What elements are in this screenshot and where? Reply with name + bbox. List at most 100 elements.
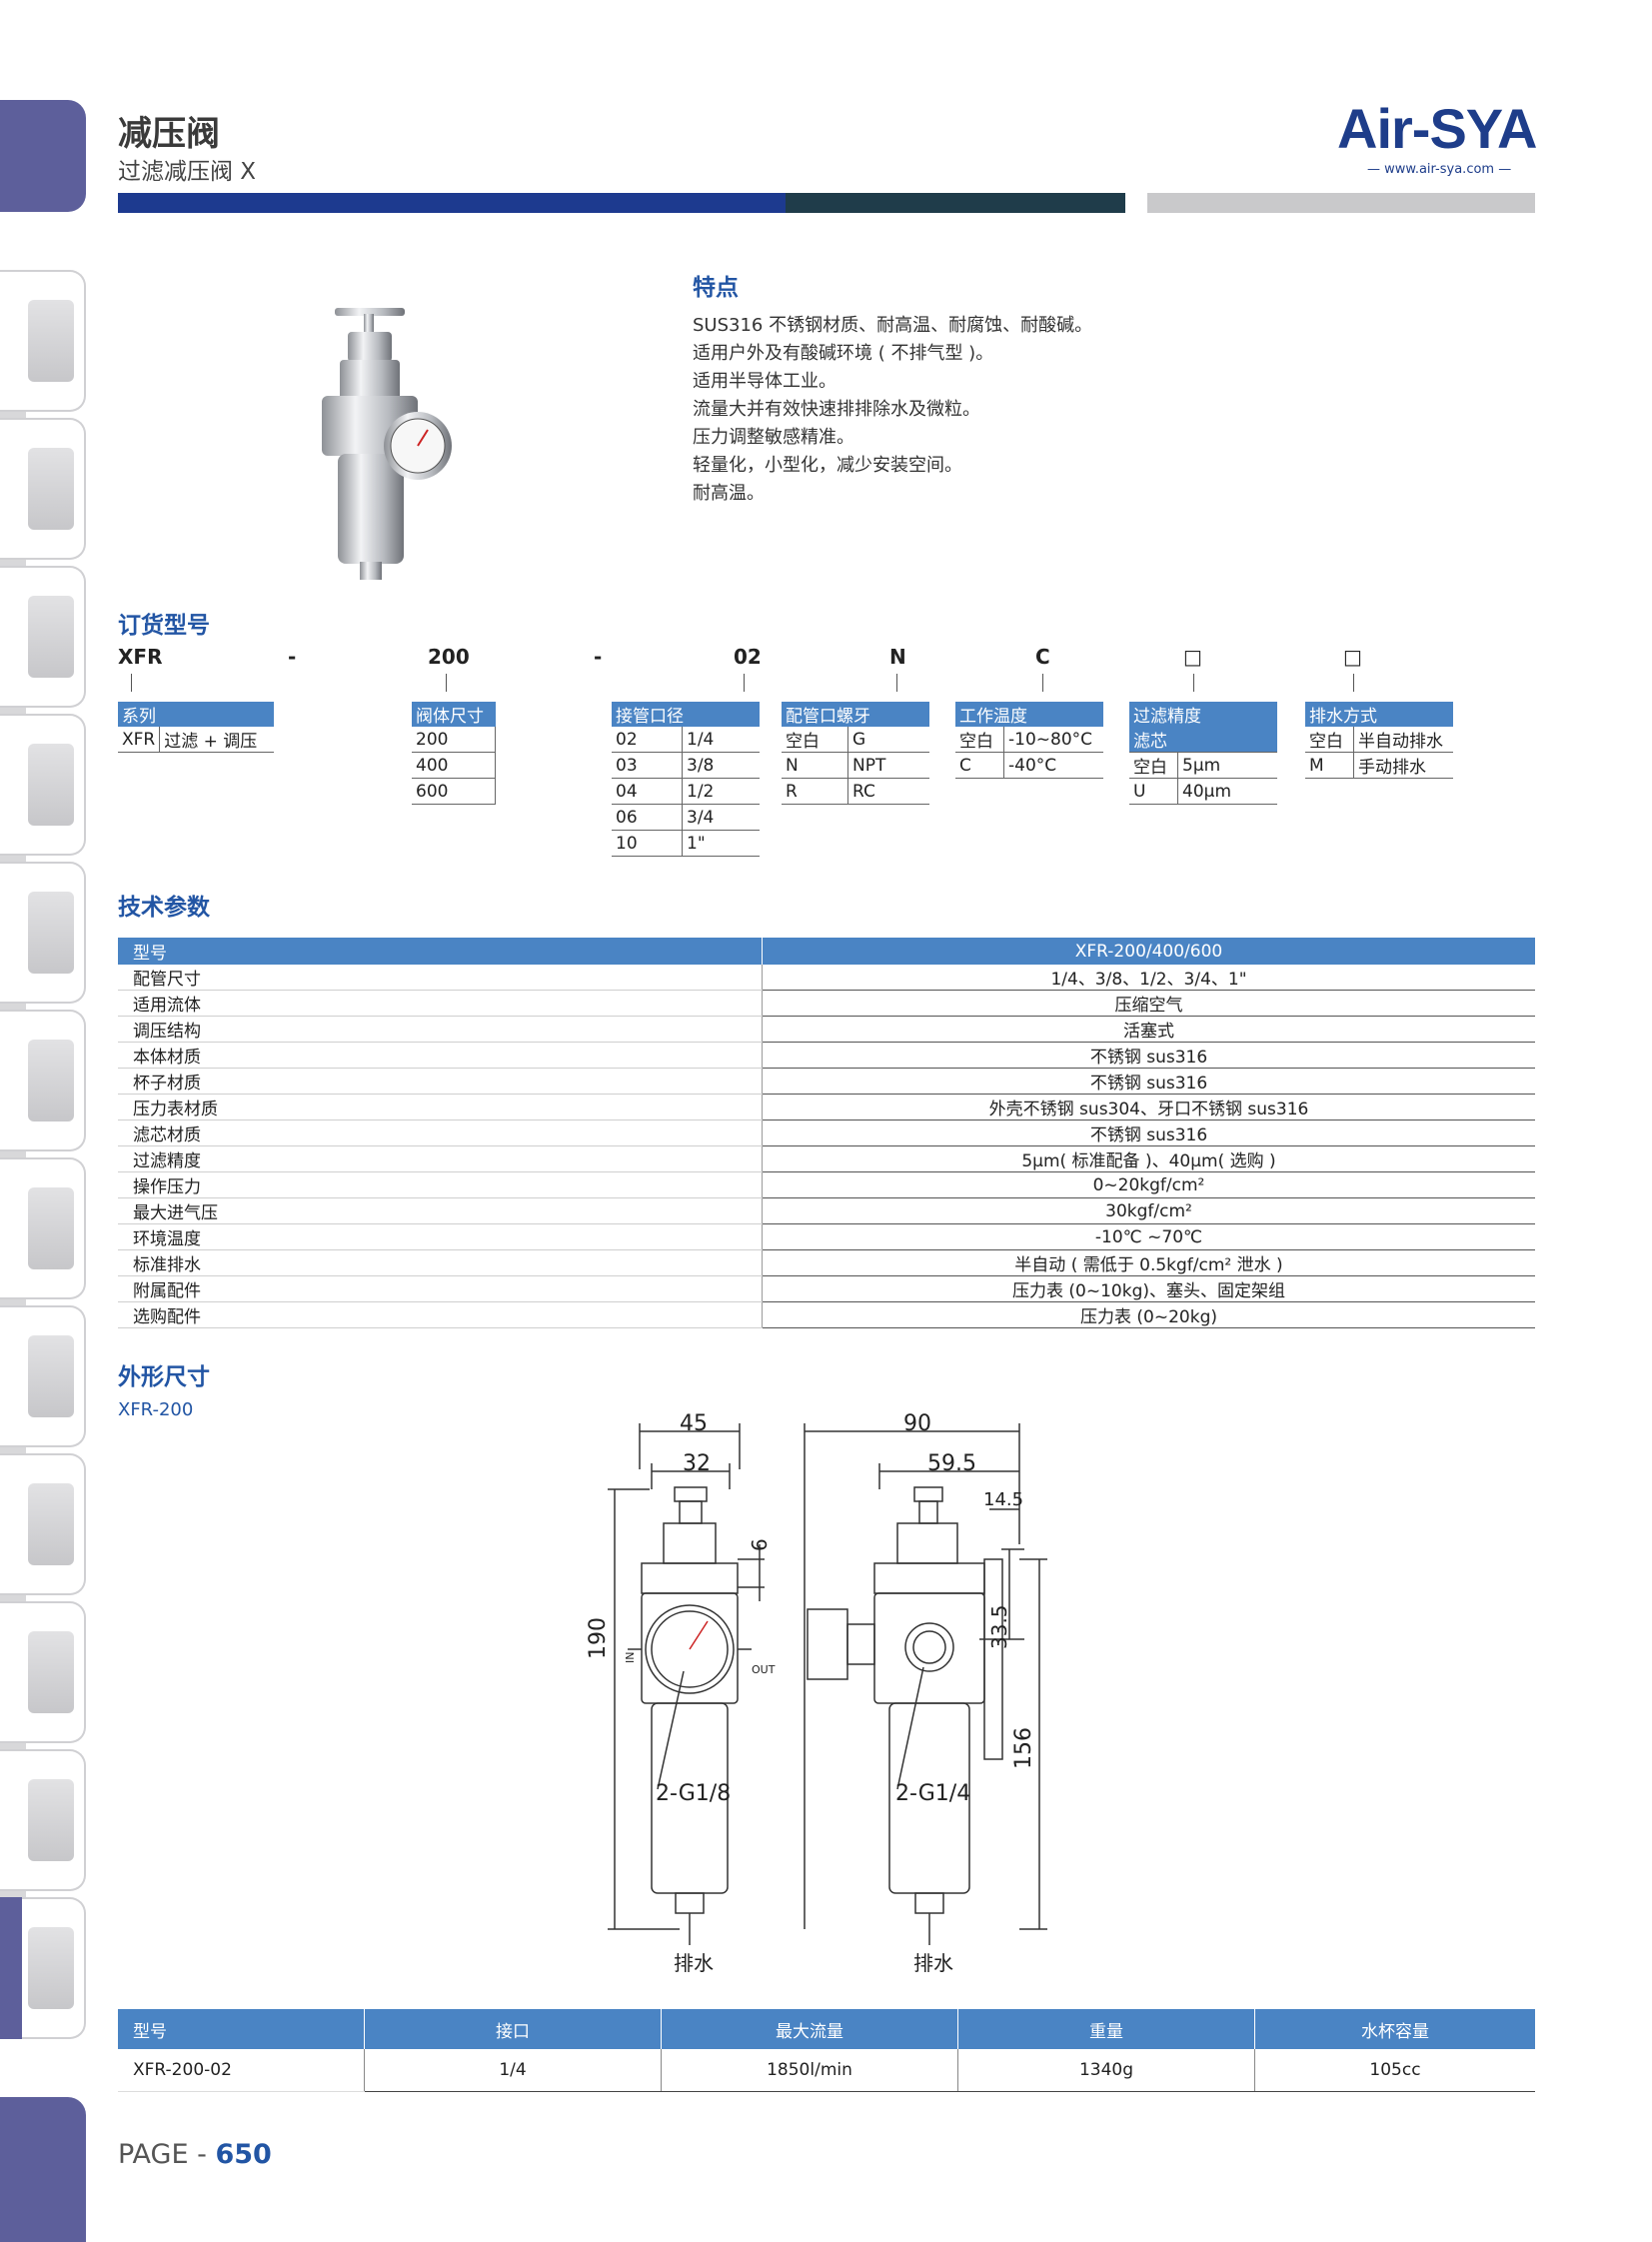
param-label: 标准排水 (118, 1249, 763, 1276)
product-thumb-icon (28, 1335, 74, 1417)
option-value: NPT (847, 752, 929, 779)
param-value: 不锈钢 sus316 (762, 1042, 1535, 1069)
param-label: 本体材质 (118, 1042, 763, 1069)
param-value: -10℃ ~70℃ (762, 1223, 1535, 1250)
param-value: 30kgf/cm² (762, 1197, 1535, 1224)
option-code: 空白 (1305, 727, 1354, 753)
option-code: N (782, 752, 848, 779)
param-label: 适用流体 (118, 990, 763, 1017)
brand-logo: Air-SYA (1337, 97, 1537, 160)
option-value: 3/4 (682, 804, 760, 831)
dim-front-out: OUT (752, 1663, 776, 1676)
dim-front-port: 2-G1/8 (656, 1781, 732, 1806)
header-bar-blue (118, 193, 786, 213)
code-temp: C (1035, 645, 1050, 669)
spec-header: 接口 (364, 2009, 662, 2049)
option-code: 04 (612, 778, 683, 805)
option-title: 工作温度 (955, 702, 1103, 727)
feature-item: 流量大并有效快速排排除水及微粒。 (693, 399, 980, 420)
param-value: 0~20kgf/cm² (762, 1171, 1535, 1198)
spec-header: 水杯容量 (1254, 2009, 1535, 2049)
param-label: 调压结构 (118, 1016, 763, 1043)
param-value: 活塞式 (762, 1016, 1535, 1043)
option-value: 1/2 (682, 778, 760, 805)
dim-side-height: 156 (1011, 1727, 1036, 1769)
feature-item: SUS316 不锈钢材质、耐高温、耐腐蚀、耐酸碱。 (693, 315, 1093, 336)
dim-side-width-inner: 59.5 (927, 1451, 976, 1476)
product-thumb-icon (28, 300, 74, 382)
param-label: 最大进气压 (118, 1197, 763, 1224)
param-value: 压力表 (0~20kg) (762, 1301, 1535, 1328)
code-series: XFR (118, 645, 163, 669)
page-number: PAGE - 650 (118, 2139, 272, 2170)
feature-item: 适用半导体工业。 (693, 371, 836, 392)
product-thumb-icon (28, 1631, 74, 1713)
code-tick (1042, 674, 1043, 692)
spec-header: 重量 (957, 2009, 1255, 2049)
dim-side-port: 2-G1/4 (895, 1781, 971, 1806)
param-label: 滤芯材质 (118, 1120, 763, 1146)
param-value: 压缩空气 (762, 990, 1535, 1017)
side-category-10[interactable] (0, 1601, 86, 1743)
order-heading: 订货型号 (118, 613, 210, 639)
tech-header-label: 型号 (118, 938, 763, 965)
side-category-4[interactable] (0, 714, 86, 856)
dimension-drawing (608, 1423, 1047, 1945)
param-label: 杯子材质 (118, 1068, 763, 1095)
option-code: XFR (118, 727, 161, 753)
option-value: G (847, 727, 929, 753)
feature-item: 适用户外及有酸碱环境 ( 不排气型 )。 (693, 343, 994, 364)
side-category-5[interactable] (0, 862, 86, 1004)
dim-front-width-outer: 45 (680, 1411, 708, 1436)
dim-front-width-inner: 32 (683, 1451, 711, 1476)
brand-url: — www.air-sya.com — (1367, 162, 1512, 177)
param-value: 压力表 (0~10kg)、塞头、固定架组 (762, 1275, 1535, 1302)
code-thread: N (889, 645, 906, 669)
page-prefix: PAGE - (118, 2139, 216, 2170)
side-strip (0, 270, 26, 2039)
code-dash: - (594, 645, 603, 669)
dim-side-top-offset: 14.5 (983, 1489, 1024, 1510)
option-value: 过滤 + 调压 (159, 727, 274, 753)
side-category-8[interactable] (0, 1305, 86, 1447)
option-code: 400 (412, 752, 496, 779)
side-category-2[interactable] (0, 418, 86, 560)
table-row: 选购配件压力表 (0~20kg) (118, 1301, 1535, 1328)
side-category-3[interactable] (0, 566, 86, 708)
option-value: 3/8 (682, 752, 760, 779)
side-category-7[interactable] (0, 1157, 86, 1299)
dimensions-heading: 外形尺寸 (118, 1364, 210, 1390)
spec-header: 最大流量 (661, 2009, 958, 2049)
code-tick (1193, 674, 1194, 692)
side-category-11[interactable] (0, 1749, 86, 1891)
option-code: C (955, 752, 1004, 779)
side-category-1[interactable] (0, 270, 86, 412)
param-value: 1/4、3/8、1/2、3/4、1" (762, 965, 1535, 991)
option-title: 配管口螺牙 (782, 702, 929, 727)
option-value: 1/4 (682, 727, 760, 753)
code-tick (896, 674, 897, 692)
option-value: 半自动排水 (1353, 727, 1453, 753)
tech-header-value: XFR-200/400/600 (762, 938, 1535, 965)
dimensions-model: XFR-200 (118, 1399, 194, 1420)
side-tab-top (0, 100, 86, 212)
spec-header: 型号 (118, 2009, 365, 2049)
product-thumb-icon (28, 1187, 74, 1269)
dim-front-offset: 6 (748, 1538, 772, 1551)
table-row: 调压结构活塞式 (118, 1016, 1535, 1043)
option-code: 空白 (782, 727, 848, 753)
dim-front-in: IN (624, 1651, 637, 1663)
option-title: 排水方式 (1305, 702, 1453, 727)
side-category-6[interactable] (0, 1010, 86, 1151)
side-category-9[interactable] (0, 1453, 86, 1595)
feature-item: 轻量化，小型化，减少安装空间。 (693, 455, 962, 476)
table-row: 附属配件压力表 (0~10kg)、塞头、固定架组 (118, 1275, 1535, 1302)
side-category-12-active[interactable] (0, 1897, 86, 2039)
table-row: 标准排水半自动 ( 需低于 0.5kgf/cm² 泄水 ) (118, 1249, 1535, 1276)
product-thumb-icon (28, 744, 74, 826)
